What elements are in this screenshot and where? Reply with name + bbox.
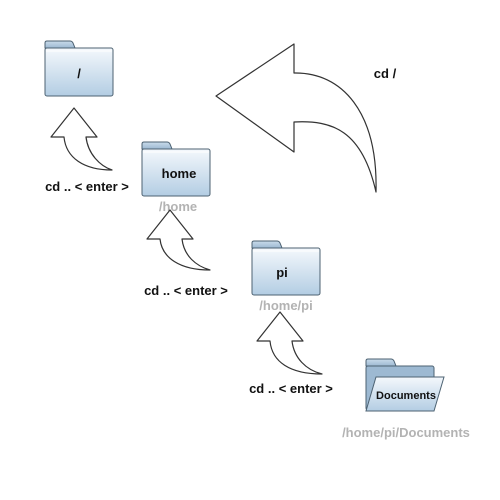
path-pi: /home/pi xyxy=(259,298,312,313)
cd-root-arrow-icon xyxy=(215,43,377,193)
folder-root-label: / xyxy=(77,66,81,81)
cmd-cd-up-1: cd .. < enter > xyxy=(45,179,129,194)
folder-root-icon: / xyxy=(44,40,114,97)
cmd-cd-up-3: cd .. < enter > xyxy=(249,381,333,396)
path-documents: /home/pi/Documents xyxy=(342,425,470,440)
path-home: /home xyxy=(159,199,197,214)
folder-documents-label: Documents xyxy=(376,390,436,402)
folder-home-icon: home xyxy=(141,141,211,197)
folder-pi-label: pi xyxy=(276,265,288,280)
cd-up-arrow-1-icon xyxy=(50,107,113,171)
folder-documents-icon: Documents xyxy=(365,358,445,412)
folder-home-label: home xyxy=(162,166,197,181)
cd-up-arrow-2-icon xyxy=(146,209,211,271)
cd-up-arrow-3-icon xyxy=(256,311,323,375)
cmd-cd-up-2: cd .. < enter > xyxy=(144,283,228,298)
cmd-cd-root: cd / xyxy=(374,66,397,81)
folder-pi-icon: pi xyxy=(251,240,321,296)
